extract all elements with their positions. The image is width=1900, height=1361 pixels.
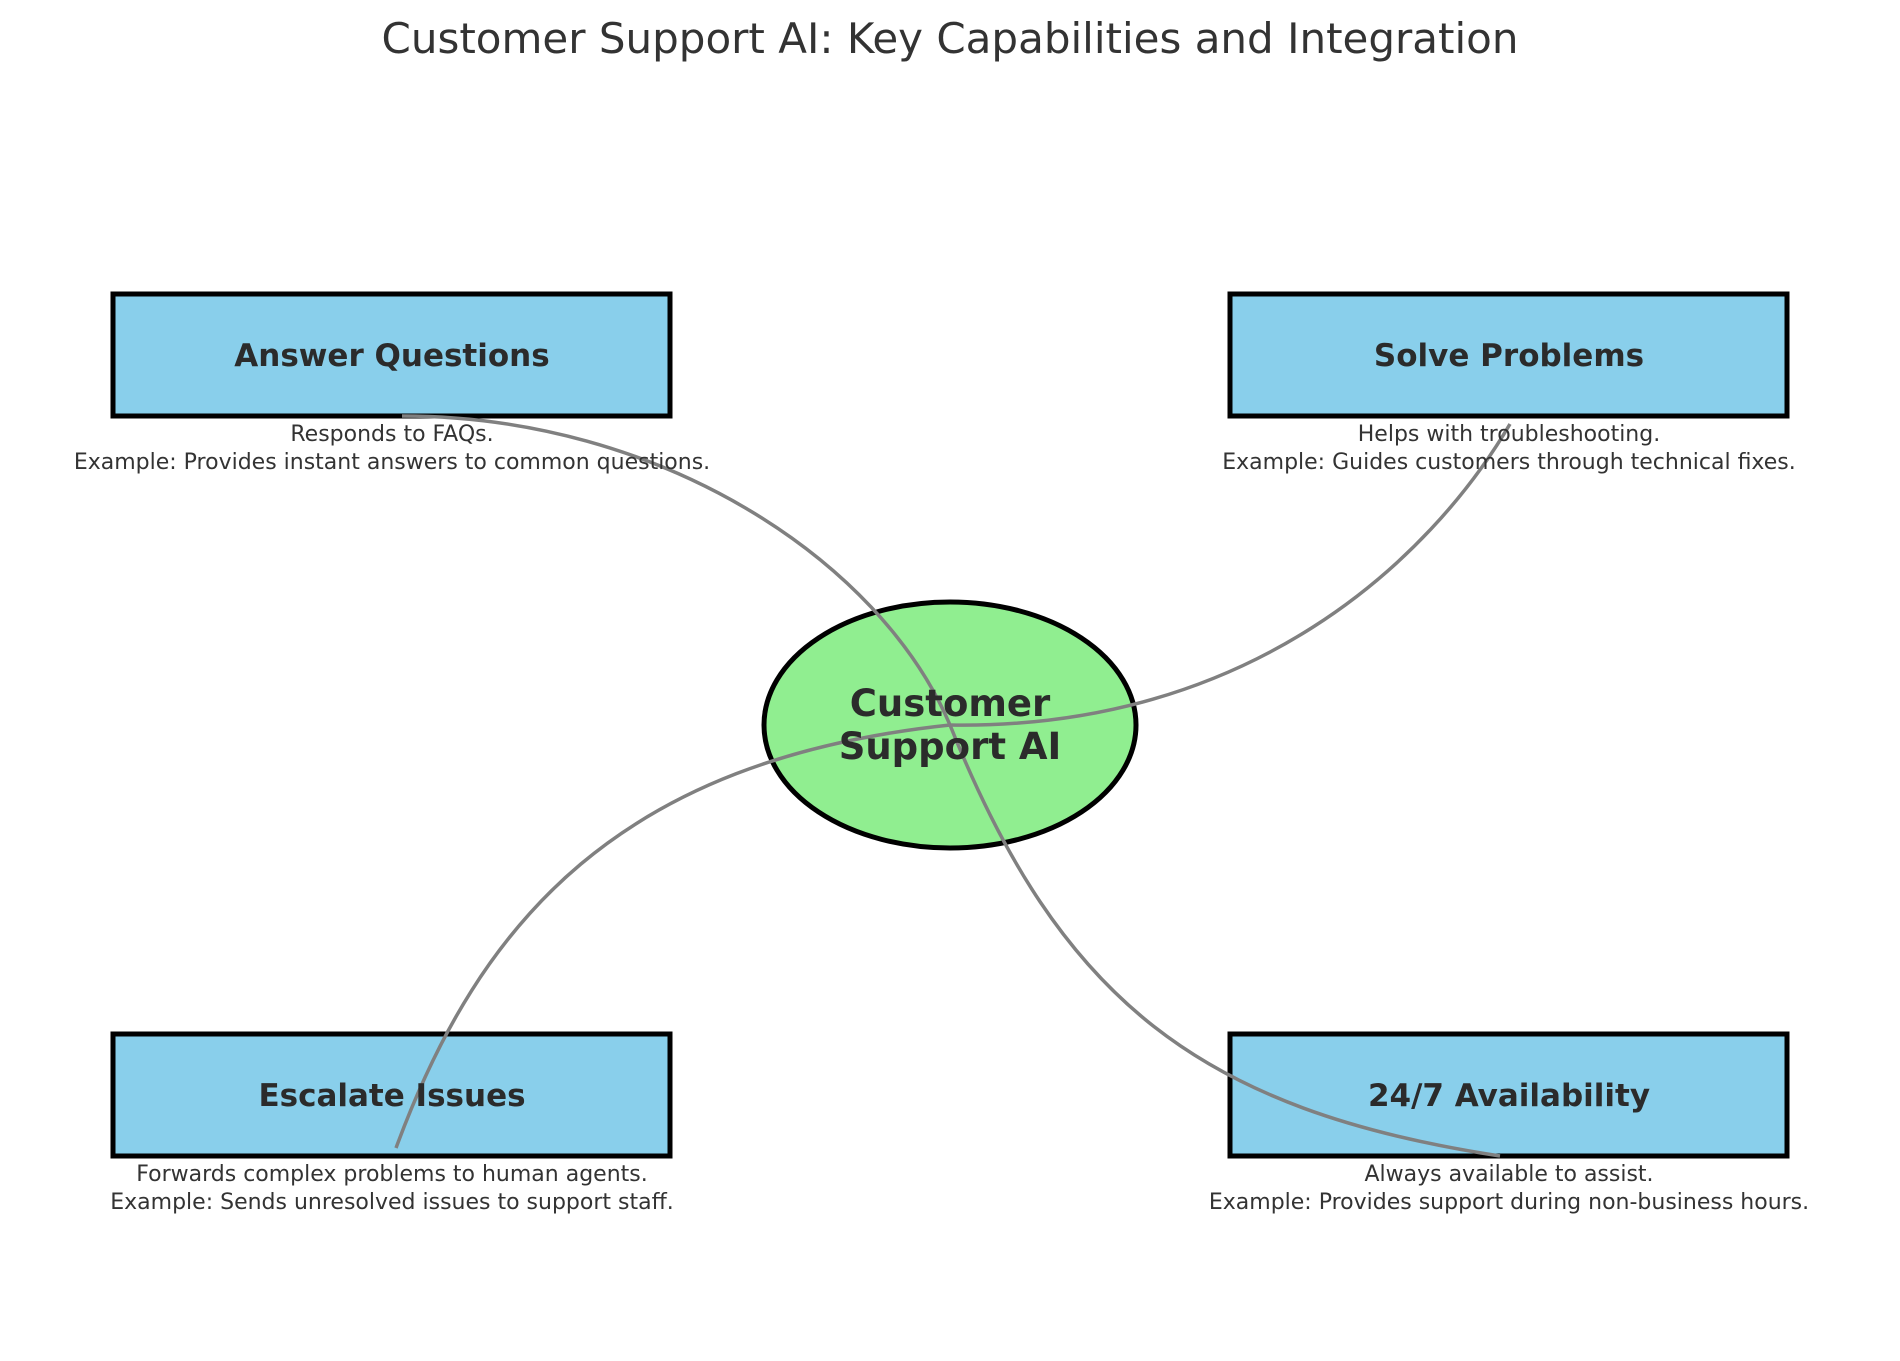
desc-availability-line2: Example: Provides support during non-bus… [1209, 1190, 1809, 1215]
connector-availability [948, 724, 1501, 1158]
desc-availability-line1: Always available to assist. [1364, 1162, 1653, 1187]
connector-answer-questions [401, 414, 952, 726]
diagram-title: Customer Support AI: Key Capabilities an… [382, 14, 1519, 63]
desc-solve-problems-line2: Example: Guides customers through techni… [1222, 450, 1796, 475]
desc-answer-questions-line2: Example: Provides instant answers to com… [74, 450, 710, 475]
node-box-answer-questions [110, 291, 673, 419]
node-box-solve-problems [1227, 291, 1790, 419]
center-label-line2: Support AI [839, 725, 1062, 768]
node-label-availability: 24/7 Availability [1368, 1078, 1650, 1114]
connector-solve-problems [949, 423, 1512, 727]
desc-escalate-issues-line2: Example: Sends unresolved issues to supp… [110, 1190, 673, 1215]
node-label-escalate-issues: Escalate Issues [258, 1078, 525, 1114]
center-label-line1: Customer [850, 682, 1051, 725]
desc-solve-problems-line1: Helps with troubleshooting. [1358, 422, 1660, 447]
desc-escalate-issues-line1: Forwards complex problems to human agent… [136, 1162, 647, 1187]
node-box-availability [1227, 1031, 1790, 1159]
desc-answer-questions-line1: Responds to FAQs. [290, 422, 493, 447]
node-label-solve-problems: Solve Problems [1374, 338, 1644, 374]
node-box-escalate-issues [110, 1031, 673, 1159]
connector-escalate-issues [394, 723, 951, 1149]
node-label-answer-questions: Answer Questions [234, 338, 549, 374]
